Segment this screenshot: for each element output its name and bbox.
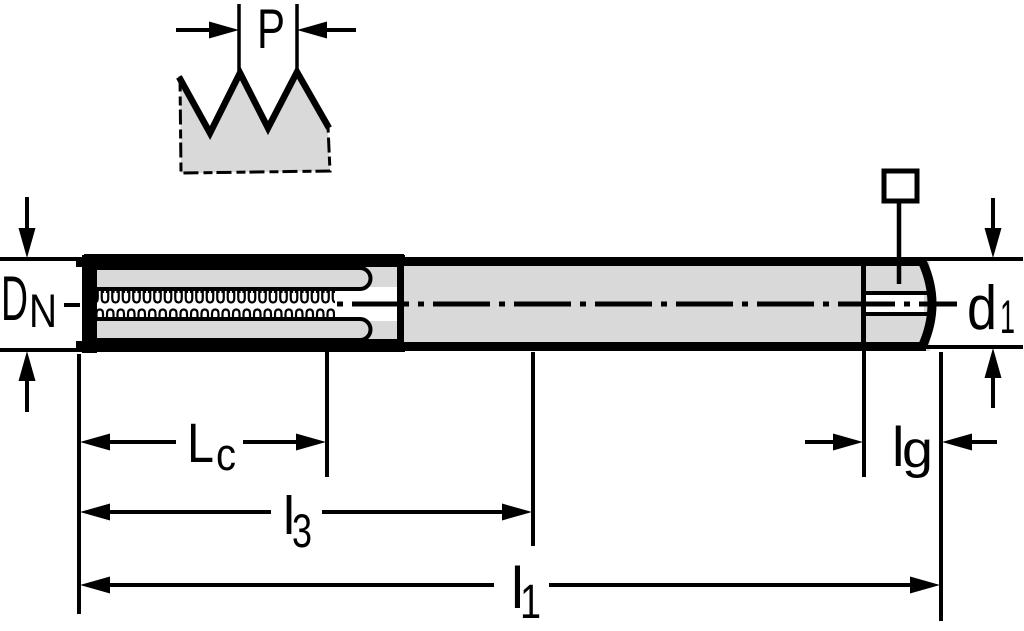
threaded-section-top-edge [84,254,404,267]
d1-label-sub: 1 [1000,290,1015,343]
lg-dimension: l g [805,415,997,479]
pitch-arrowhead-left [209,21,239,39]
square-drive-icon [881,168,920,204]
l3-label-base: l [283,486,295,546]
d1-arrowhead-top [984,228,1002,258]
lc-arrowhead-left [80,433,110,451]
chamfer-notch-top [76,257,84,267]
l1-arrowhead-left [80,576,110,594]
flute-outline-upper [94,266,373,291]
tap-body [76,168,957,353]
dn-label-base: D [1,264,28,334]
lg-arrowhead-right [942,433,972,451]
lc-label-sub: c [216,429,236,480]
l3-arrowhead-right [502,503,532,521]
pitch-label: P [257,0,285,60]
chamfer-front-edge [82,255,97,353]
thread-texture [97,288,335,321]
l3-label-sub: 3 [292,504,312,557]
chamfer-notch-bottom [76,341,84,351]
l1-arrowhead-right [910,576,940,594]
lg-arrowhead-left [833,433,863,451]
length-extension-lines [77,351,943,621]
square-flat-edge-upper [864,291,928,295]
shank-top-edge [404,257,926,266]
l3-dimension: l 3 [80,486,532,557]
l1-dimension: l 1 [80,556,940,629]
dn-arrowhead-top [18,228,36,258]
lc-label-base: L [187,411,214,474]
l3-arrowhead-left [80,503,110,521]
flute-outline-lower [94,317,373,342]
dn-label-sub: N [29,284,57,337]
d1-arrowhead-bottom [984,348,1002,378]
threaded-section [76,254,405,353]
square-flat-edge-lower [864,312,928,316]
pitch-arrowhead-right [297,21,327,39]
shank-bottom-edge [404,342,926,351]
l1-label-base: l [511,556,524,621]
dn-dimension: D N [0,197,93,412]
lc-dimension: L c [80,411,326,480]
thread-profile-flanks [176,65,332,140]
lg-label-sub: g [902,421,933,479]
d1-dimension: d 1 [926,198,1023,408]
dn-arrowhead-bottom [18,351,36,381]
lc-arrowhead-right [296,433,326,451]
l1-label-sub: 1 [520,576,541,629]
threaded-section-bottom-edge [84,339,404,352]
lg-label-base: l [892,415,904,478]
d1-label-base: d [967,274,997,343]
thread-pitch-detail: P [176,0,356,175]
